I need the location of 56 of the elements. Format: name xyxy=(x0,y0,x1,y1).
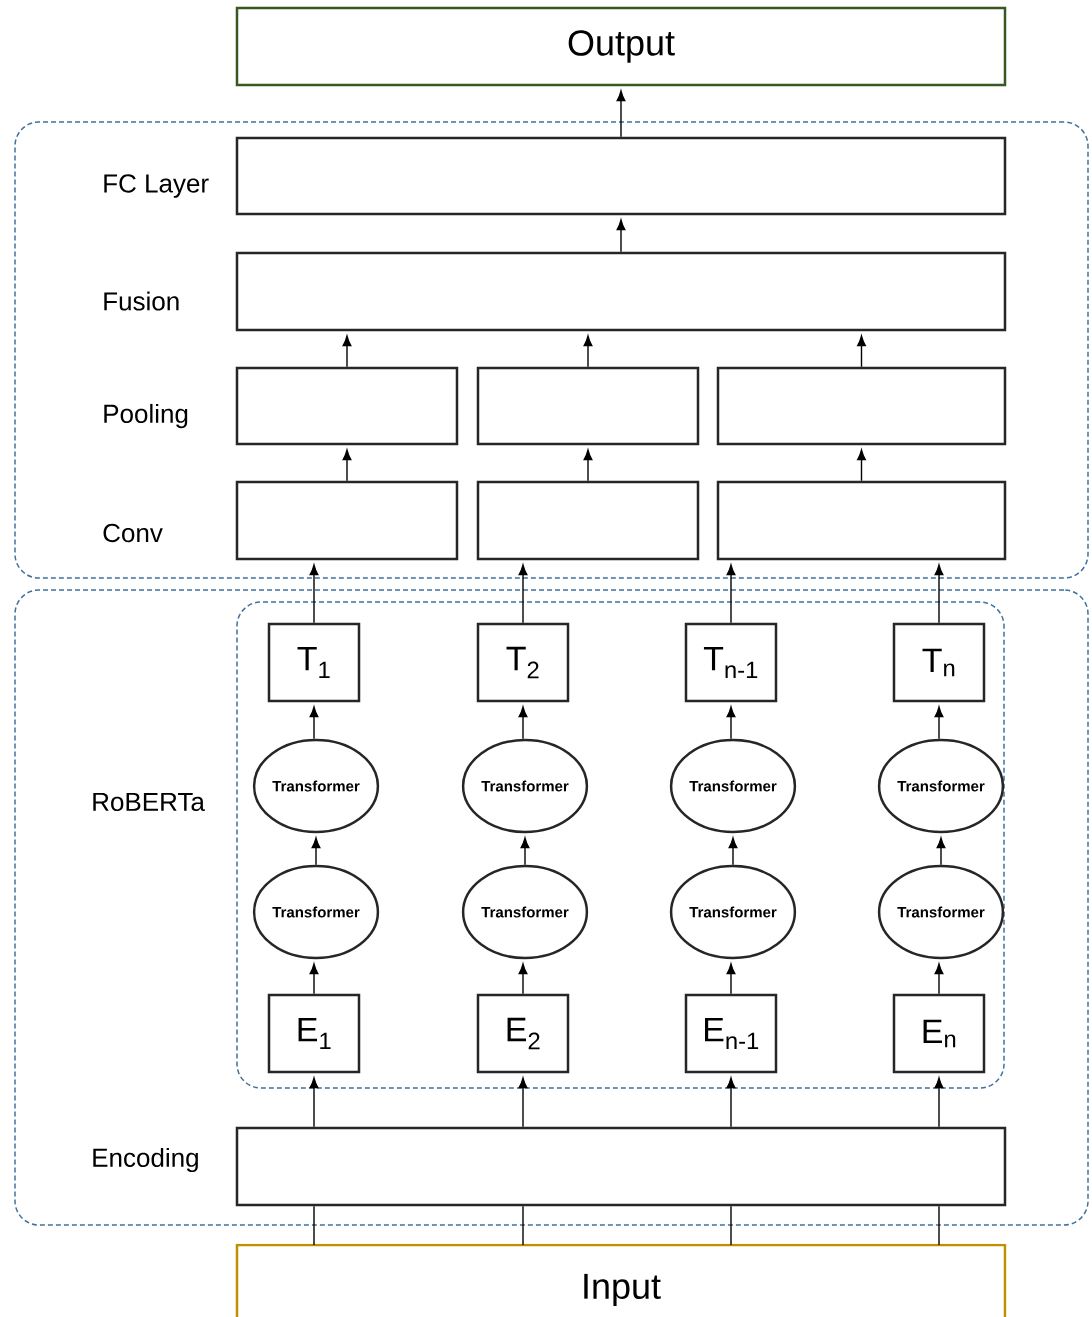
input-box: Input xyxy=(235,1243,1007,1317)
arrow xyxy=(309,1077,319,1128)
arrow xyxy=(518,706,528,740)
dashed-group-outline xyxy=(14,589,1089,1226)
layer-box xyxy=(716,480,1007,561)
token-box: E$_{n-1}$ xyxy=(684,993,778,1074)
arrow xyxy=(518,963,528,995)
arrow xyxy=(309,706,319,740)
row-label: RoBERTa xyxy=(93,792,205,812)
row-label: Encoding xyxy=(93,1147,198,1173)
layer-box xyxy=(235,136,1007,216)
arrow xyxy=(309,963,319,995)
dashed-group-outline xyxy=(14,121,1089,579)
arrow xyxy=(311,837,321,866)
arrow xyxy=(583,335,593,368)
arrow xyxy=(518,564,528,624)
arrow xyxy=(726,1077,736,1128)
layer-box xyxy=(476,366,700,446)
layer-box xyxy=(235,251,1007,332)
row-label: Fusion xyxy=(104,291,179,311)
token-box: E$_{n}$ xyxy=(892,993,986,1074)
arrow xyxy=(857,449,866,482)
row-label: FC Layer xyxy=(104,174,209,198)
token-box: E$_{2}$ xyxy=(476,993,570,1074)
token-box: T$_{n}$ xyxy=(892,622,986,703)
layer-box xyxy=(716,366,1007,446)
token-box: T$_{n-1}$ xyxy=(684,622,778,703)
arrow xyxy=(934,706,944,740)
arrow xyxy=(857,335,866,368)
token-box: T$_{1}$ xyxy=(267,622,361,703)
layer-box xyxy=(476,480,700,561)
arrow xyxy=(934,564,944,624)
layer-box xyxy=(235,1126,1007,1207)
arrow xyxy=(726,706,736,740)
row-label: Conv xyxy=(103,523,163,543)
arrow xyxy=(520,837,530,866)
layer-box xyxy=(235,366,459,446)
token-box: E$_{1}$ xyxy=(267,993,361,1074)
dashed-group-outline xyxy=(236,601,1005,1089)
arrow xyxy=(309,564,319,624)
arrow xyxy=(728,837,738,866)
arrow xyxy=(726,963,736,995)
arrow xyxy=(726,564,736,624)
arrow xyxy=(616,90,626,138)
arrow xyxy=(342,335,352,368)
layer-box xyxy=(235,480,459,561)
arrow xyxy=(518,1077,528,1128)
token-box: T$_{2}$ xyxy=(476,622,570,703)
row-label: Pooling xyxy=(104,403,188,429)
arrow xyxy=(342,449,352,482)
output-box: Output xyxy=(235,6,1007,87)
arrow xyxy=(934,1077,944,1128)
arrow xyxy=(616,219,626,253)
arrow xyxy=(583,449,593,482)
arrow xyxy=(936,837,946,866)
arrow xyxy=(934,963,944,995)
